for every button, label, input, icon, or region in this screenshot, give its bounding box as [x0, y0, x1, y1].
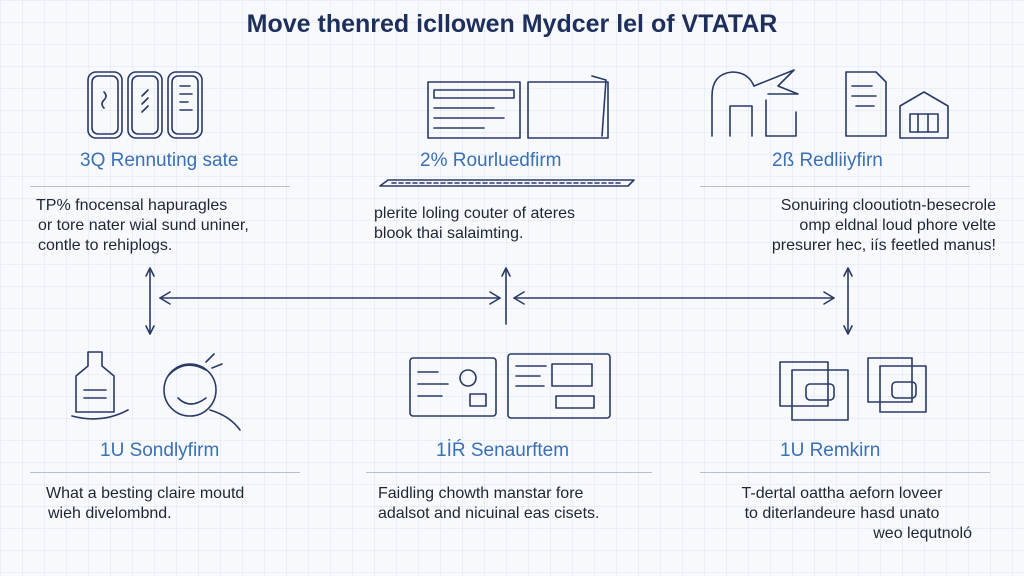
stage-label-top-middle: 2% Rourluedfirm — [420, 150, 562, 171]
stage-label-bottom-left: 1U Sondlyfirm — [100, 440, 220, 461]
diagram-title: Move thenred icllowen Mydcer lel of VTAT… — [246, 10, 778, 38]
description-line: TP% fnocensal hapuragles — [36, 197, 228, 214]
bottle-icon — [71, 351, 129, 420]
description-line: T-dertal oattha aeforn loveer — [741, 485, 943, 502]
divider-bottom-left — [30, 472, 300, 473]
stage-label-bottom-right: 1U Remkirn — [780, 440, 881, 461]
stage-description-bottom-left: What a besting claire moutd wieh divelom… — [46, 484, 316, 524]
stage-description-bottom-right: T-dertal oattha aeforn loveer to diterla… — [712, 484, 972, 544]
description-line: or tore nater wial sund uniner, — [38, 217, 249, 234]
stacked-cards-icon — [779, 357, 927, 421]
description-line: to diterlandeure hasd unato — [744, 505, 940, 522]
stage-label-top-right: 2ß Redliiyfirn — [772, 150, 883, 171]
divider-bottom-right — [700, 472, 990, 473]
stage-description-top-right: Sonuiring clooutiotn-besecrole omp eldna… — [706, 196, 996, 256]
divider-bottom-middle — [366, 472, 652, 473]
phone-cards-icon — [87, 71, 203, 139]
browser-windows-icon — [379, 75, 635, 187]
stage-description-top-left: TP% fnocensal hapuragles or tore nater w… — [36, 196, 306, 256]
description-line: weo lequtnoló — [873, 525, 972, 542]
divider-top-right — [700, 186, 970, 187]
description-line: contle to rehiplogs. — [38, 237, 173, 254]
circular-arrow-icon — [163, 353, 241, 431]
stage-description-top-middle: plerite loling couter of ateres blook th… — [374, 204, 634, 244]
description-line: presurer hec, iís feetled manus! — [771, 237, 996, 254]
description-line: Sonuiring clooutiotn-besecrole — [780, 197, 996, 214]
divider-top-left — [30, 186, 290, 187]
description-line: plerite loling couter of ateres — [374, 205, 575, 222]
dashboard-icon — [409, 353, 611, 419]
timeline-arrows — [145, 267, 853, 335]
description-line: wieh divelombnd. — [48, 505, 172, 522]
description-line: blook thai salaimting. — [374, 225, 524, 242]
description-line: adalsot and nicuinal eas cisets. — [378, 505, 600, 522]
description-line: What a besting claire moutd — [46, 485, 245, 502]
stage-description-bottom-middle: Faidling chowth manstar fore adalsot and… — [378, 484, 658, 524]
stage-label-bottom-middle: 1İŔ Senaurftem — [436, 440, 570, 461]
stage-label-top-left: 3Q Rennuting sate — [80, 150, 239, 171]
building-plane-icon — [711, 69, 949, 139]
description-line: omp eldnal loud phore velte — [799, 217, 996, 234]
description-line: Faidling chowth manstar fore — [378, 485, 584, 502]
